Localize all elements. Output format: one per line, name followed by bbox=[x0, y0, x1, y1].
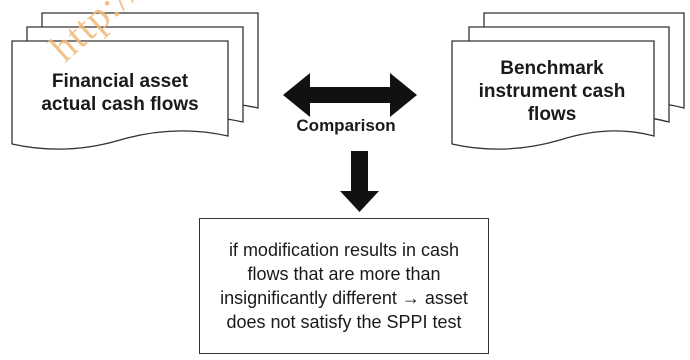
right-stacked-document-icon bbox=[451, 12, 685, 150]
right-document-label: Benchmark instrument cash flows bbox=[478, 57, 626, 125]
left-doc-front bbox=[11, 40, 229, 150]
conclusion-box: if modification results in cash flows th… bbox=[199, 218, 489, 354]
left-stacked-document-icon bbox=[11, 12, 259, 150]
left-document-label: Financial asset actual cash flows bbox=[41, 71, 199, 115]
right-doc-front bbox=[451, 40, 655, 150]
down-arrow-icon bbox=[340, 151, 379, 212]
comparison-label: Comparison bbox=[296, 116, 396, 135]
double-arrow-icon bbox=[283, 73, 417, 117]
conclusion-text: if modification results in cash flows th… bbox=[220, 240, 468, 332]
